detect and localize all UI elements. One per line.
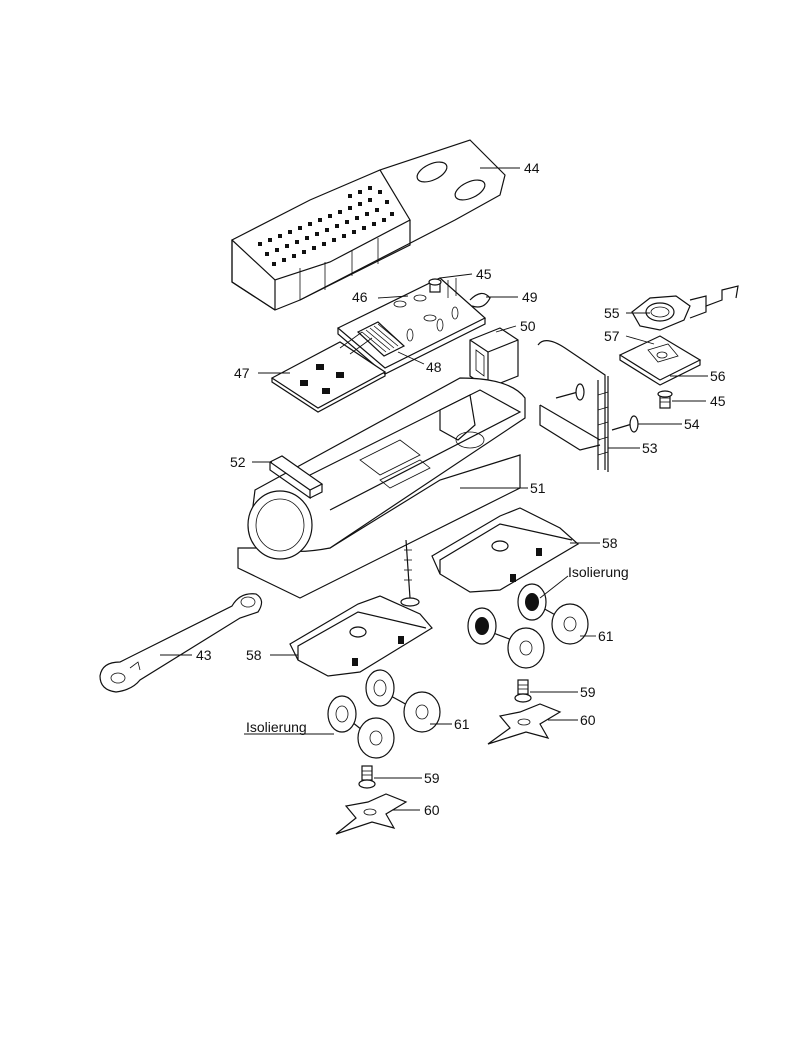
part-59-screw-left <box>358 765 376 789</box>
part-44-housing-roof <box>230 139 506 311</box>
callout-60-right: 60 <box>580 712 596 728</box>
part-53-ladder <box>537 340 609 472</box>
callout-45-right: 45 <box>710 393 726 409</box>
part-54-screws <box>555 383 639 433</box>
leader-50 <box>495 325 517 333</box>
callout-44: 44 <box>524 160 540 176</box>
callout-43: 43 <box>196 647 212 663</box>
callout-61-right: 61 <box>598 628 614 644</box>
callout-50: 50 <box>520 318 536 334</box>
callout-57: 57 <box>604 328 620 344</box>
part-45-screw-top <box>428 278 457 298</box>
leader-48 <box>397 351 425 365</box>
long-screw <box>400 539 420 607</box>
leader-57 <box>625 335 655 345</box>
callout-48: 48 <box>426 359 442 375</box>
part-48-connector <box>356 321 406 357</box>
leader-iso-right <box>539 575 569 599</box>
callout-53: 53 <box>642 440 658 456</box>
callout-61-left: 61 <box>454 716 470 732</box>
part-43-drawbar <box>99 593 263 693</box>
part-55-coupler <box>631 285 739 331</box>
callout-58-right: 58 <box>602 535 618 551</box>
callout-59-right: 59 <box>580 684 596 700</box>
part-61-wheelsets-rear <box>467 583 589 669</box>
callout-55: 55 <box>604 305 620 321</box>
callout-52: 52 <box>230 454 246 470</box>
label-isolierung-right: Isolierung <box>568 564 629 580</box>
leader-45-top <box>439 273 473 279</box>
callout-47: 47 <box>234 365 250 381</box>
part-51-chassis <box>237 377 526 599</box>
callout-49: 49 <box>522 289 538 305</box>
callout-59-left: 59 <box>424 770 440 786</box>
callout-56: 56 <box>710 368 726 384</box>
part-49-contact-spring <box>469 292 491 308</box>
part-47-circuit-board <box>270 331 387 413</box>
callout-58-left: 58 <box>246 647 262 663</box>
part-45-screw-right <box>657 390 673 409</box>
part-58-bogie-rear <box>431 507 580 593</box>
leader-46 <box>377 295 409 299</box>
part-61-wheelsets-front <box>327 669 441 759</box>
callout-54: 54 <box>684 416 700 432</box>
callout-60-left: 60 <box>424 802 440 818</box>
part-60-contact-plate-left <box>335 793 408 835</box>
roof-grille <box>258 186 394 266</box>
callout-45-top: 45 <box>476 266 492 282</box>
part-56-plate <box>618 335 702 386</box>
callout-51: 51 <box>530 480 546 496</box>
callout-46: 46 <box>352 289 368 305</box>
part-60-contact-plate-right <box>487 703 562 745</box>
part-50-motor-block <box>469 327 519 389</box>
label-isolierung-left: Isolierung <box>246 719 307 735</box>
part-58-bogie-front <box>289 595 433 677</box>
part-59-screw-right <box>514 679 532 703</box>
part-52-buffer-beam <box>268 455 324 500</box>
